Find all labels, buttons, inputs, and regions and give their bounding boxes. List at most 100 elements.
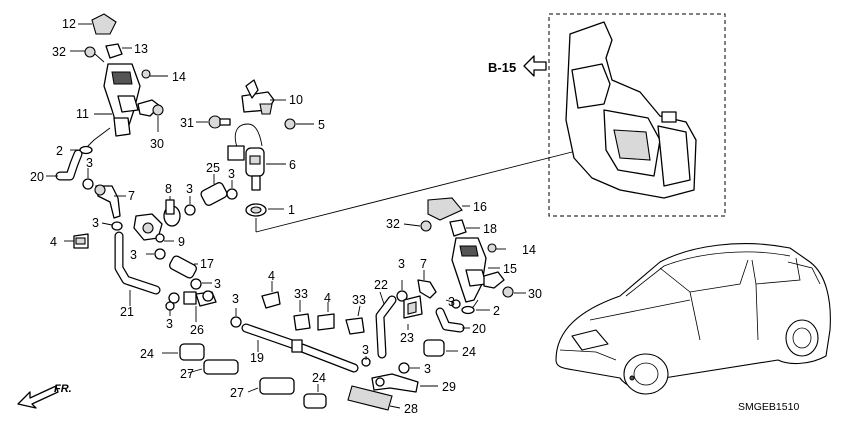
callout-20b: 20: [472, 322, 486, 336]
clamp-3m: [451, 299, 461, 309]
callout-27b: 27: [230, 386, 244, 400]
callout-3g: 3: [166, 317, 173, 331]
pipe-25: [200, 182, 228, 206]
callout-17: 17: [200, 257, 214, 271]
callout-3h: 3: [232, 292, 239, 306]
callout-3a: 3: [86, 156, 93, 170]
callout-31: 31: [180, 116, 194, 130]
callout-14a: 14: [172, 70, 186, 84]
clamp-3f: [190, 278, 202, 290]
callout-20a: 20: [30, 170, 44, 184]
arrow-left-icon: [523, 55, 547, 77]
clip-4b: [261, 291, 281, 309]
callout-32b: 32: [386, 217, 400, 231]
clip-33a: [293, 313, 311, 331]
clamp-3g: [165, 301, 175, 311]
callout-3i: 3: [362, 343, 369, 357]
callout-5: 5: [318, 118, 325, 132]
washer-pump-6: [227, 123, 265, 191]
callout-3l: 3: [424, 362, 431, 376]
callout-13: 13: [134, 42, 148, 56]
hose-17: [168, 255, 198, 279]
callout-25: 25: [206, 161, 220, 175]
car-illustration: [555, 243, 831, 395]
hose-21: [114, 231, 161, 295]
callout-3b: 3: [92, 216, 99, 230]
cover-28: [347, 385, 393, 411]
callout-3d: 3: [186, 182, 193, 196]
nozzle-15: [451, 237, 505, 303]
fr-label: FR.: [54, 383, 72, 395]
callout-4c: 4: [324, 291, 331, 305]
callout-11: 11: [76, 107, 89, 121]
callout-24b: 24: [312, 371, 326, 385]
joint-26: [168, 290, 217, 307]
callout-26: 26: [190, 323, 204, 337]
hose-20a: [55, 149, 83, 181]
sleeve-27a: [203, 359, 239, 375]
clip-33b: [345, 317, 365, 335]
callout-7b: 7: [420, 257, 427, 271]
callout-16: 16: [473, 200, 487, 214]
callout-2b: 2: [493, 304, 500, 318]
callout-1: 1: [288, 203, 295, 217]
screw-32b: [420, 220, 432, 232]
clamp-3e: [154, 248, 166, 260]
clamp-3j: [396, 290, 408, 302]
joint-9: [133, 213, 165, 243]
callout-3e: 3: [130, 248, 137, 262]
callout-12: 12: [62, 17, 76, 31]
clamp-3d: [184, 204, 196, 216]
b15-reference: B-15: [488, 55, 547, 77]
clip-30b: [502, 286, 514, 298]
clip-4a: [73, 233, 89, 249]
callout-22: 22: [374, 278, 388, 292]
callout-4a: 4: [50, 235, 57, 249]
clamp-3l: [398, 362, 410, 374]
joint-29: [371, 373, 419, 393]
callout-28: 28: [404, 402, 418, 416]
callout-15: 15: [503, 262, 517, 276]
filter-8: [163, 199, 181, 227]
callout-33b: 33: [352, 293, 366, 307]
sleeve-24c: [423, 339, 445, 357]
hose-20b: [435, 307, 465, 333]
grommet-1: [245, 203, 267, 217]
screw-32: [84, 46, 105, 63]
clamp-3a: [82, 178, 94, 190]
callout-3m: 3: [448, 295, 455, 309]
callout-9: 9: [178, 235, 185, 249]
clamp-3c: [226, 188, 238, 200]
callout-18: 18: [483, 222, 497, 236]
clip-4c: [317, 313, 335, 331]
callout-24a: 24: [140, 347, 154, 361]
clamp-3h: [230, 316, 242, 328]
bracket-10: [241, 79, 275, 115]
callout-30a: 30: [150, 137, 164, 151]
callout-30b: 30: [528, 287, 542, 301]
callout-4b: 4: [268, 269, 275, 283]
callout-8: 8: [165, 182, 172, 196]
callout-3f: 3: [214, 277, 221, 291]
callout-19: 19: [250, 351, 264, 365]
nozzle-cap-16: [427, 197, 463, 221]
bolt-14b: [487, 243, 497, 253]
b15-label: B-15: [488, 60, 516, 75]
nozzle-cap-12: [91, 13, 117, 35]
diagram-code: SMGEB1510: [738, 401, 799, 413]
callout-14b: 14: [522, 243, 536, 257]
joint-7b: [417, 279, 437, 299]
callout-6: 6: [289, 158, 296, 172]
arrow-front-icon: [17, 385, 59, 409]
clip-30a: [152, 104, 164, 116]
callout-23: 23: [400, 331, 414, 345]
nozzle-11: [103, 63, 161, 137]
callout-24c: 24: [462, 345, 476, 359]
clamp-3b: [111, 221, 123, 231]
callout-32a: 32: [52, 45, 66, 59]
callout-21: 21: [120, 305, 134, 319]
clamp-2b: [461, 305, 475, 315]
sleeve-24a: [179, 343, 205, 361]
callout-2a: 2: [56, 144, 63, 158]
